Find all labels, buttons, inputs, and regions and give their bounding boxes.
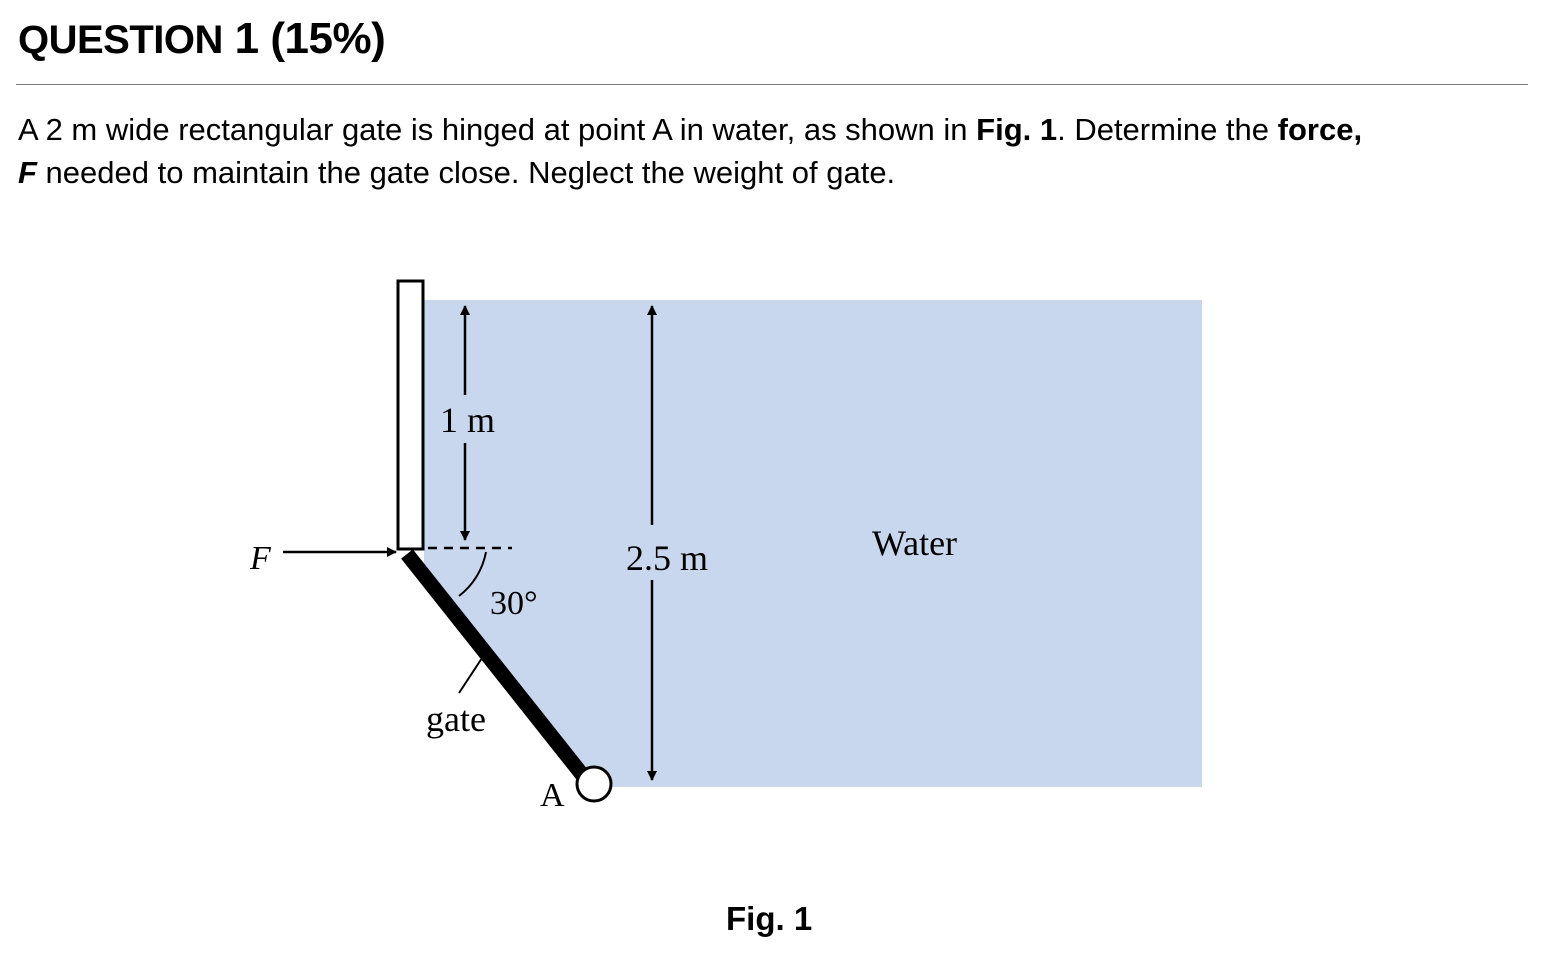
vertical-wall — [396, 279, 425, 551]
gate-leader-line — [458, 654, 485, 694]
hinge-label: A — [540, 777, 565, 814]
problem-statement: A 2 m wide rectangular gate is hinged at… — [18, 108, 1538, 194]
question-number: 1 — [234, 14, 259, 63]
force-label: F — [249, 540, 272, 577]
problem-text-2: . Determine the — [1057, 112, 1278, 147]
problem-text-3: needed to maintain the gate close. Negle… — [36, 155, 896, 190]
gate-label: gate — [426, 699, 486, 739]
water-region — [424, 300, 1202, 787]
upper-dimension-label: 1 m — [440, 400, 495, 440]
force-keyword: force, — [1277, 112, 1363, 147]
angle-arc — [458, 551, 487, 597]
figure-caption: Fig. 1 — [726, 900, 813, 937]
question-heading: QUESTION 1 (15%) — [18, 14, 386, 64]
fluid-label: Water — [872, 523, 957, 563]
heading-divider — [16, 84, 1528, 85]
question-label: QUESTION — [18, 18, 223, 62]
depth-dimension-label: 2.5 m — [626, 538, 708, 578]
angle-label: 30° — [490, 585, 538, 622]
figure-reference: Fig. 1 — [976, 112, 1058, 147]
question-weight: (15%) — [270, 14, 386, 63]
force-symbol: F — [18, 155, 37, 190]
hinge-pin — [575, 765, 613, 803]
problem-text-1: A 2 m wide rectangular gate is hinged at… — [18, 112, 977, 147]
inclined-gate — [401, 549, 594, 787]
